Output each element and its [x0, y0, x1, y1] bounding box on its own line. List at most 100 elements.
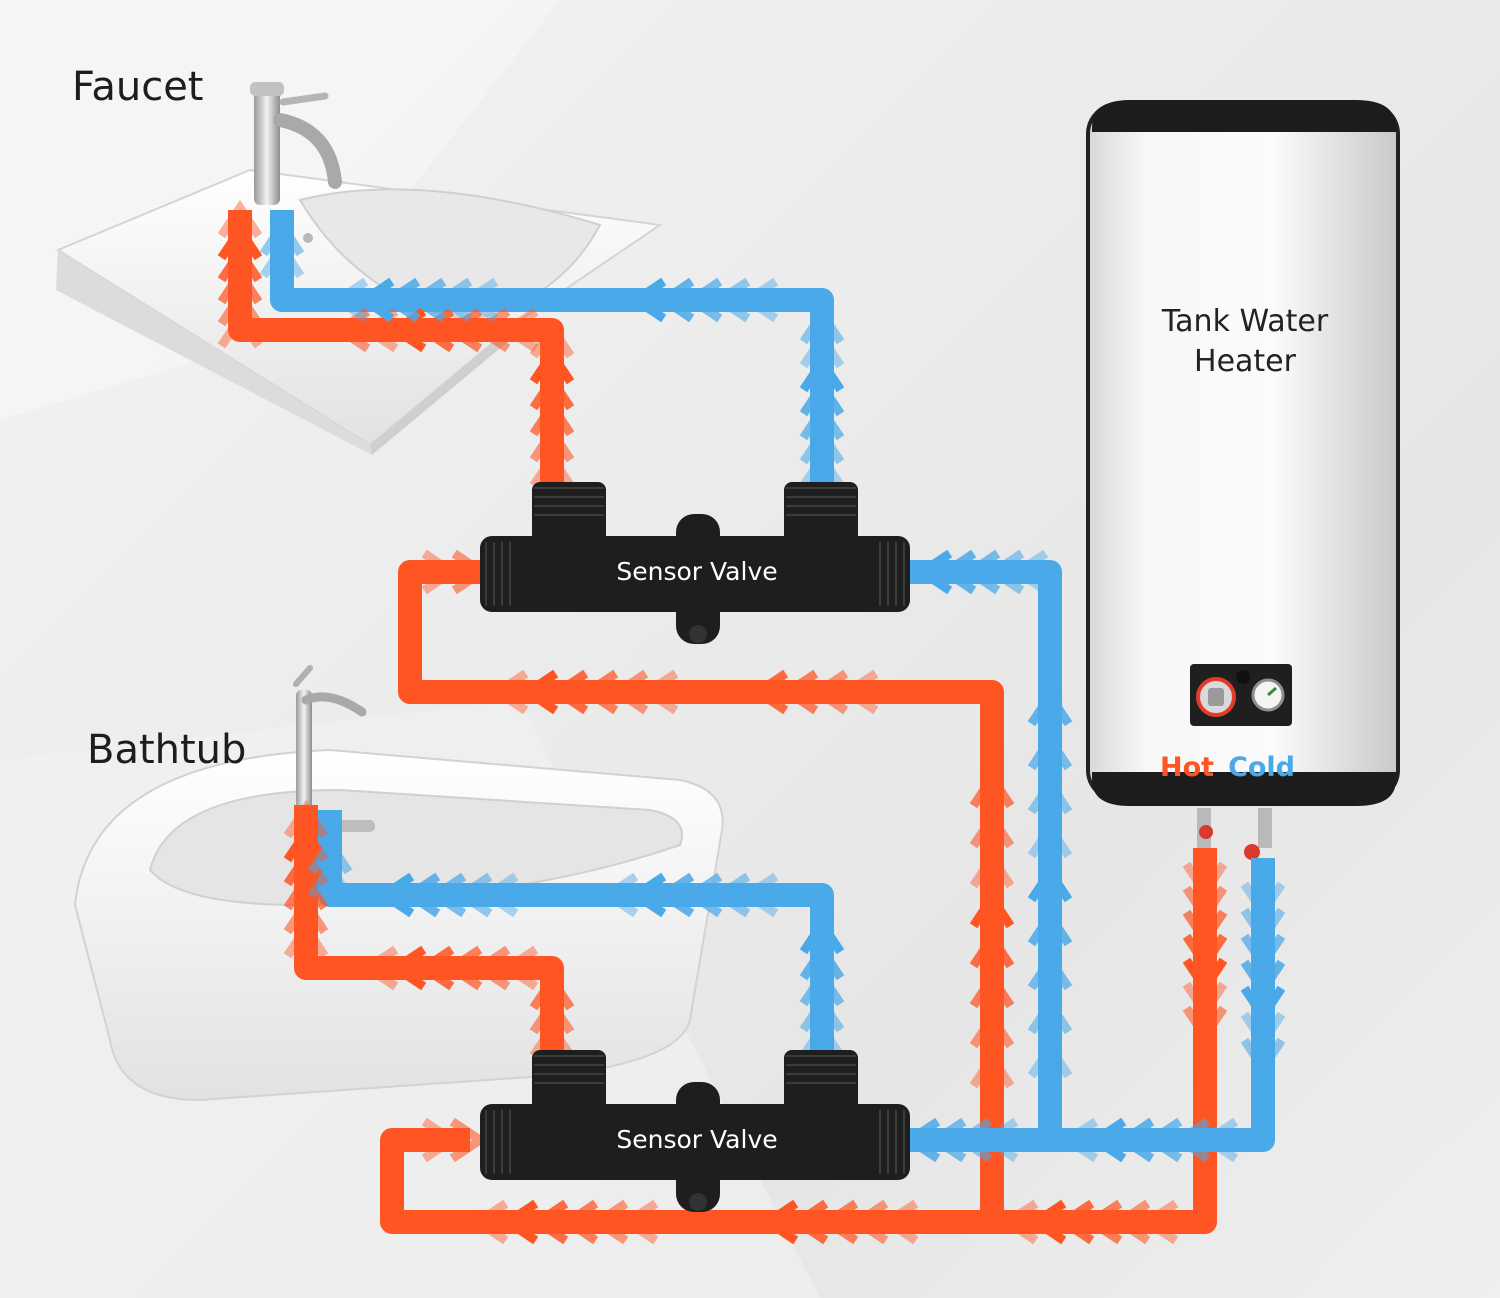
- cold-flow-arrow: [1199, 1117, 1239, 1163]
- cold-flow-arrow: [953, 1117, 993, 1163]
- bathtub-faucet-icon: [293, 665, 375, 832]
- cold-flow-arrow: [599, 872, 639, 918]
- hot-flow-arrow: [499, 1199, 539, 1245]
- hot-flow-arrow: [839, 669, 879, 715]
- hot-flow-arrow: [559, 1199, 599, 1245]
- heater-label-line2: Heater: [1194, 344, 1296, 379]
- cold-flow-arrow: [407, 277, 447, 323]
- hot-flow-arrow: [1182, 981, 1228, 1021]
- hot-flow-arrow: [359, 945, 399, 991]
- hot-flow-arrow: [879, 1199, 919, 1245]
- valve-cold-outlet: [784, 482, 858, 552]
- hot-flow-arrow: [1027, 1199, 1067, 1245]
- cold-pipe-riser: [905, 560, 1062, 1140]
- cold-flow-arrow: [1027, 951, 1073, 991]
- cold-flow-arrow: [627, 872, 667, 918]
- hot-flow-arrow: [779, 669, 819, 715]
- cold-flow-arrow: [799, 993, 845, 1033]
- cold-flow-arrow: [479, 872, 519, 918]
- cold-flow-arrow: [961, 549, 1001, 595]
- hot-flow-arrow: [619, 1199, 659, 1245]
- cold-flow-arrow: [307, 835, 353, 875]
- hot-flow-arrow: [283, 823, 329, 863]
- cold-flow-arrow: [711, 872, 751, 918]
- hot-flow-arrow: [969, 969, 1015, 1009]
- sensor-valve-bottom-label: Sensor Valve: [616, 1125, 778, 1154]
- hot-flow-arrow: [529, 397, 575, 437]
- hot-flow-arrow: [217, 309, 263, 349]
- cold-flow-arrow: [799, 377, 845, 417]
- heater-label: Tank Water Heater: [1120, 302, 1370, 382]
- cold-flow-arrow: [1240, 985, 1286, 1025]
- hot-flow-arrow: [969, 809, 1015, 849]
- cold-flow-arrow: [1027, 731, 1073, 771]
- faucet-label: Faucet: [72, 64, 204, 110]
- tank-water-heater: [1086, 100, 1400, 806]
- hot-flow-arrow: [217, 221, 263, 261]
- cold-flow-arrow: [1240, 1011, 1286, 1051]
- hot-flow-arrow: [283, 799, 329, 839]
- cold-flow-arrow: [799, 425, 845, 465]
- hot-flow-arrow: [469, 1199, 509, 1245]
- hot-flow-arrow: [1182, 861, 1228, 901]
- hot-flow-arrow: [471, 307, 511, 353]
- hot-flow-arrow: [415, 945, 455, 991]
- valve-hot-outlet: [532, 482, 606, 552]
- cold-flow-arrow: [1027, 907, 1073, 947]
- cold-flow-arrow: [355, 277, 395, 323]
- hot-flow-arrow: [549, 669, 589, 715]
- cold-flow-arrow: [937, 549, 977, 595]
- hot-port-label: Hot: [1160, 752, 1215, 783]
- hot-flow-arrow: [529, 1199, 569, 1245]
- hot-flow-arrow: [789, 1199, 829, 1245]
- hot-flow-arrow: [283, 871, 329, 911]
- hot-flow-arrow: [1182, 933, 1228, 973]
- cold-flow-arrow: [459, 277, 499, 323]
- hot-flow-arrow: [529, 1019, 575, 1059]
- hot-flow-arrow: [331, 307, 371, 353]
- hot-flow-arrow: [499, 307, 539, 353]
- faucet-icon: [250, 82, 342, 205]
- hot-flow-arrow: [1111, 1199, 1151, 1245]
- hot-flow-arrow: [499, 945, 539, 991]
- cold-flow-arrow: [1027, 687, 1073, 727]
- valve-mount-hole: [689, 625, 707, 643]
- hot-flow-arrow: [809, 669, 849, 715]
- cold-port-label: Cold: [1228, 752, 1296, 783]
- hot-flow-arrow: [217, 287, 263, 327]
- hot-flow-arrow: [529, 319, 575, 359]
- hot-flow-arrow: [443, 945, 483, 991]
- cold-flow-arrow: [1115, 1117, 1155, 1163]
- cold-flow-arrow: [1240, 933, 1286, 973]
- hot-flow-arrow: [1182, 1005, 1228, 1045]
- cold-flow-arrow: [1027, 863, 1073, 903]
- valve-mount-tab: [676, 1082, 720, 1212]
- cold-flow-arrow: [985, 549, 1025, 595]
- heater-valve-icons: [1197, 808, 1272, 860]
- hot-flow-arrow: [529, 449, 575, 489]
- hot-flow-arrow: [1182, 957, 1228, 997]
- hot-flow-arrow: [759, 1199, 799, 1245]
- hot-flow-arrow: [849, 1199, 889, 1245]
- hot-flow-arrow: [589, 1199, 629, 1245]
- cold-flow-arrow: [979, 1117, 1019, 1163]
- hot-flow-arrow: [217, 243, 263, 283]
- cold-flow-arrow: [799, 353, 845, 393]
- valve-hot-outlet: [532, 1050, 606, 1120]
- cold-flow-arrow: [1240, 1037, 1286, 1077]
- hot-pipe-bottom-loop: [380, 848, 1217, 1234]
- hot-flow-arrow: [529, 971, 575, 1011]
- hot-flow-arrow: [609, 669, 649, 715]
- hot-flow-arrow: [283, 919, 329, 959]
- cold-flow-arrow: [427, 872, 467, 918]
- cold-flow-arrow: [655, 277, 695, 323]
- hot-flow-arrow: [1055, 1199, 1095, 1245]
- heater-port-labels: Hot Cold: [1160, 752, 1330, 783]
- hot-flow-arrow: [969, 769, 1015, 809]
- cold-flow-arrow: [739, 277, 779, 323]
- cold-flow-arrow: [401, 872, 441, 918]
- hot-flow-arrow: [579, 669, 619, 715]
- cold-flow-arrow: [913, 549, 953, 595]
- cold-flow-arrow: [307, 859, 353, 899]
